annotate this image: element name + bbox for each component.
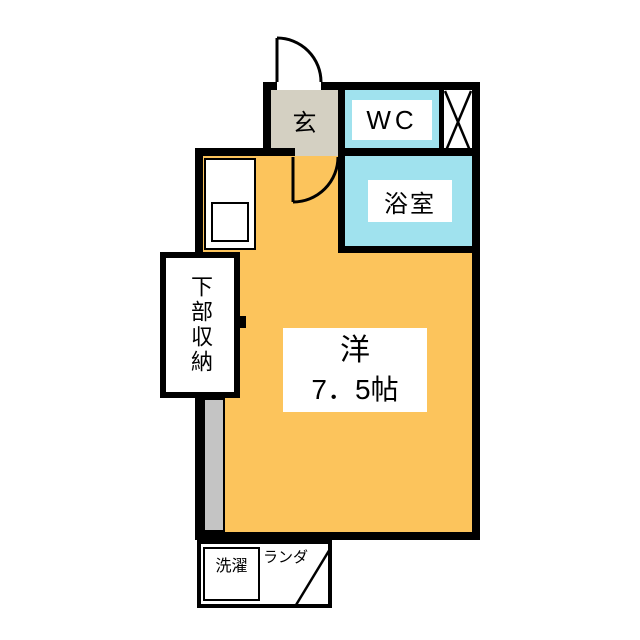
wc-label: WC	[352, 100, 432, 140]
wall-wc-shaft	[439, 90, 444, 156]
bathroom-label: 浴室	[368, 180, 452, 222]
storage-door-knob	[240, 316, 246, 328]
utility-strip	[203, 398, 225, 532]
living-room-name: 洋	[340, 333, 370, 367]
storage-label: 下部収納	[188, 275, 213, 375]
washing-machine-space: 洗濯	[203, 547, 260, 601]
shaft-floor	[444, 90, 472, 156]
under-floor-storage: 下部収納	[160, 252, 240, 398]
wall-bathroom-bottom	[338, 246, 480, 253]
wall-right-outer	[472, 82, 480, 540]
wall-top-left-of-door	[263, 82, 277, 90]
wall-bottom-outer	[195, 532, 480, 540]
entrance-door-arc	[275, 36, 323, 83]
veranda-label: ランダ	[263, 549, 309, 566]
wall-entrance-wc	[338, 82, 345, 253]
kitchen-sink	[211, 202, 249, 242]
entrance-label: 玄	[292, 109, 317, 137]
living-room-size: 7．5帖	[311, 374, 399, 406]
wall-bathroom-top	[338, 148, 480, 156]
living-room-label: 洋 7．5帖	[283, 328, 427, 412]
entrance-floor	[271, 90, 338, 156]
wall-top-right-of-door	[321, 82, 480, 90]
wall-living-top	[195, 148, 295, 156]
wall-entrance-left	[263, 90, 271, 156]
